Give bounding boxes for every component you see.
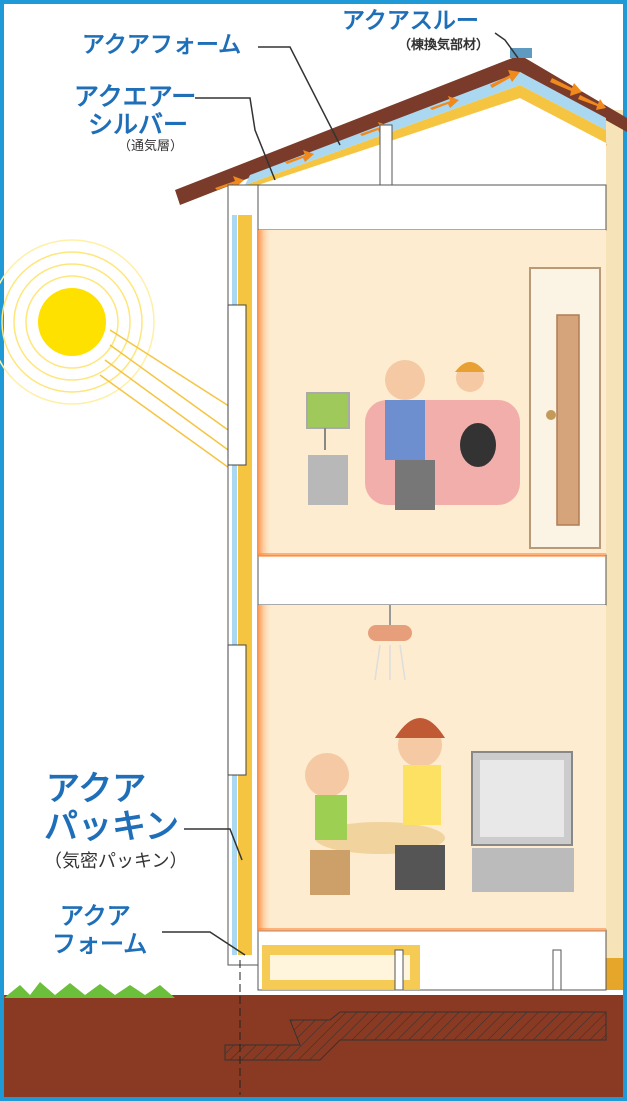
attic-post [379, 124, 393, 186]
label-aqua-through-sub: （棟換気部材） [398, 38, 490, 53]
airflow-arrows [215, 70, 606, 190]
family-at-table [305, 718, 445, 895]
ceiling-light [368, 605, 412, 681]
ridge-vent [510, 48, 532, 58]
sun-icon [0, 239, 236, 471]
label-aqua-foam-bottom-line2: フォーム [52, 930, 148, 958]
leader-lines [162, 32, 519, 956]
foundation [224, 1011, 607, 1061]
lower-window [227, 644, 247, 776]
grass [4, 982, 175, 998]
floor-posts [394, 949, 562, 991]
label-aqua-air-silver-line1: アクエアー [74, 82, 197, 111]
label-aqua-foam-bottom-line1: アクア [60, 902, 131, 930]
lamp [306, 392, 350, 505]
label-aqua-air-silver-sub: （通気層） [118, 139, 184, 154]
wall-air-layer [232, 215, 237, 955]
label-aqua-foam-top: アクアフォーム [82, 32, 242, 58]
family-on-sofa [365, 360, 520, 510]
upper-window [227, 304, 247, 466]
exterior-foundation-accent [606, 958, 623, 990]
television [471, 751, 574, 892]
label-aqua-through: アクアスルー [342, 8, 479, 34]
label-aqua-air-silver-line2: シルバー [88, 110, 189, 139]
label-aqua-packing-line2: パッキン [44, 807, 179, 847]
exterior-wall-strip [606, 110, 623, 990]
label-aqua-packing-line1: アクア [46, 769, 147, 809]
label-aqua-packing-sub: （気密パッキン） [44, 851, 188, 872]
ceiling-slab [257, 184, 607, 231]
door [529, 267, 601, 549]
mid-floor-slab [257, 554, 607, 606]
